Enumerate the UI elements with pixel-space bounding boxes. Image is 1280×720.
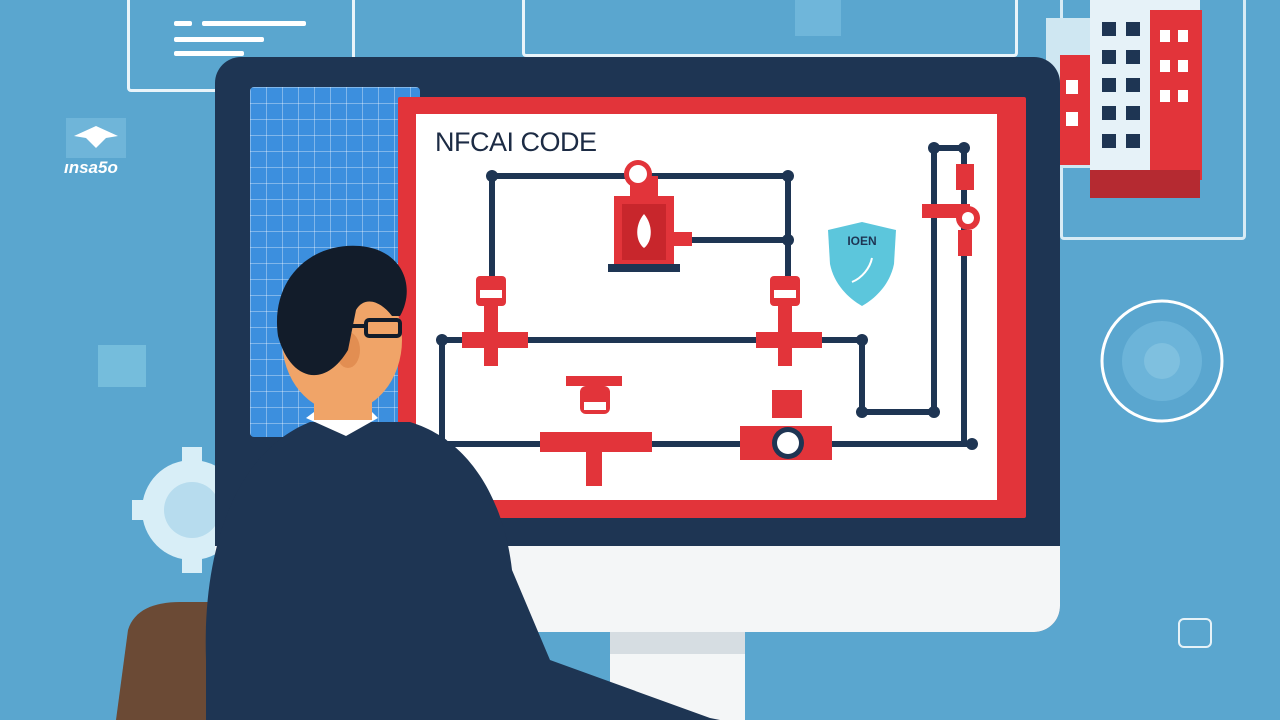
gauge-icon: [624, 160, 652, 188]
suit-jacket: [205, 422, 720, 720]
valve-icon: [740, 390, 832, 460]
shield-icon: [828, 222, 896, 306]
target-circle-icon: [1100, 299, 1224, 423]
fire-pump-icon: [608, 176, 692, 272]
screen-title: NFCAI CODE: [435, 127, 597, 157]
small-badge-icon: [1178, 618, 1212, 648]
shield-label: IOEN: [847, 234, 877, 248]
valve-icon: [756, 276, 822, 366]
hair: [276, 245, 407, 376]
building-icon: [1046, 0, 1202, 198]
monitor-stand-shadow: [610, 632, 745, 654]
valve-icon: [462, 276, 528, 366]
eagle-badge-icon: [66, 118, 126, 158]
background-tile: [98, 345, 146, 387]
background-card-small: [522, 0, 1018, 57]
background-square-icon: [795, 0, 841, 36]
valve-icon: [922, 164, 980, 256]
person-illustration: [116, 245, 720, 720]
valve-icon: [540, 376, 652, 486]
left-badge-text: ınsa5o: [64, 158, 118, 177]
